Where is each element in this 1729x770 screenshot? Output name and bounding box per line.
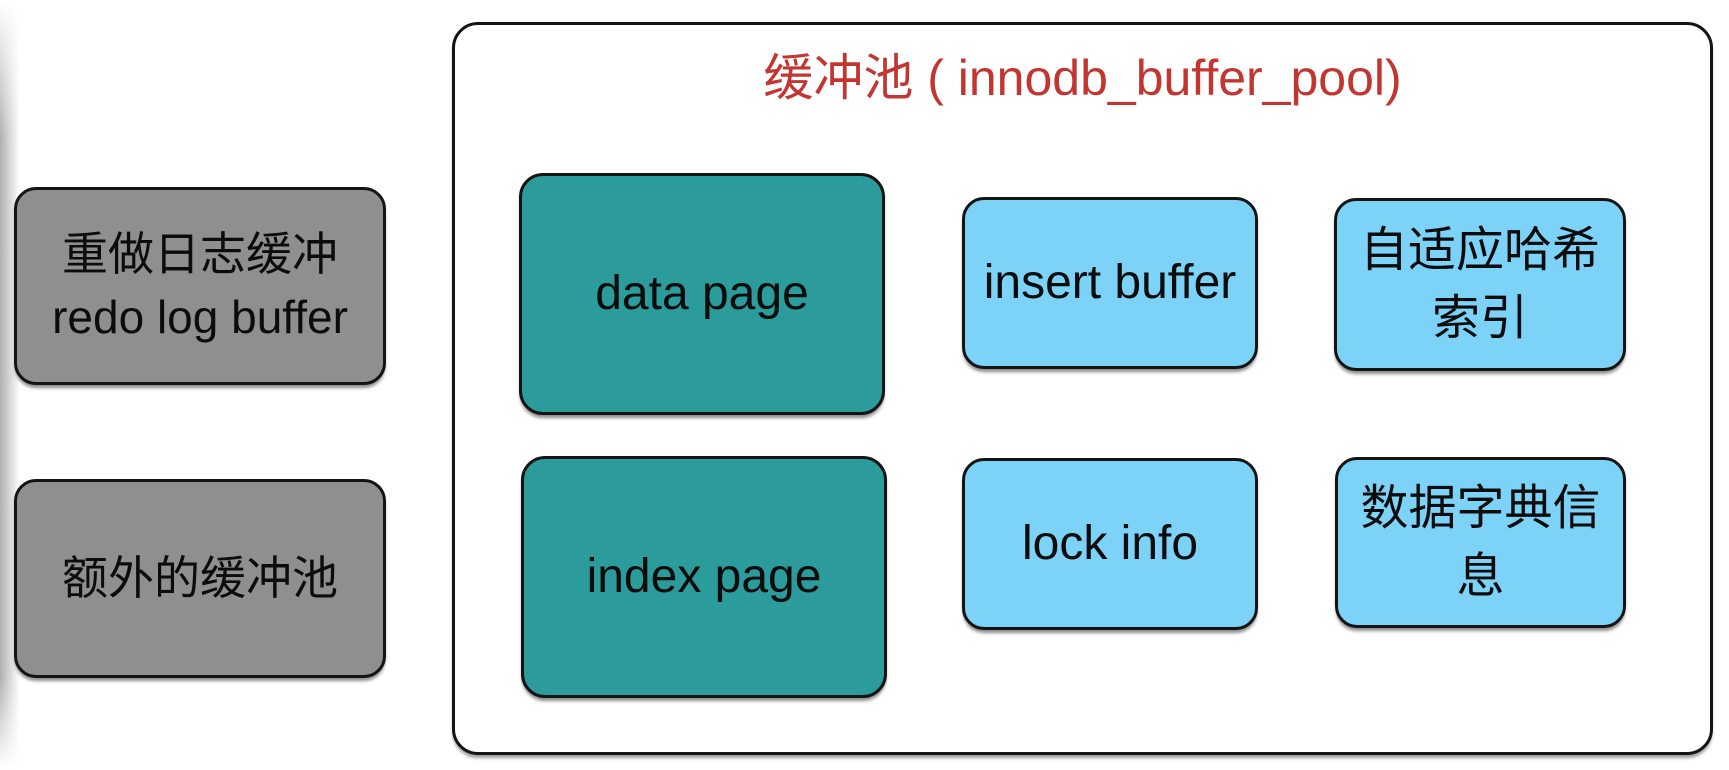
redo-log-buffer-label-en: redo log buffer bbox=[52, 291, 348, 343]
data-page-box: data page bbox=[519, 173, 885, 415]
index-page-box: index page bbox=[521, 456, 887, 698]
lock-info-box: lock info bbox=[962, 458, 1258, 630]
data-dictionary-info-box: 数据字典信息 bbox=[1335, 457, 1626, 628]
buffer-pool-container: 缓冲池 ( innodb_buffer_pool) data page inde… bbox=[452, 22, 1713, 755]
index-page-label: index page bbox=[586, 550, 822, 604]
insert-buffer-label: insert buffer bbox=[983, 256, 1237, 310]
data-dictionary-info-label: 数据字典信息 bbox=[1360, 482, 1601, 603]
extra-buffer-pool-box: 额外的缓冲池 bbox=[14, 479, 386, 678]
insert-buffer-box: insert buffer bbox=[962, 197, 1258, 369]
redo-log-buffer-label-cn: 重做日志缓冲 bbox=[62, 227, 338, 280]
extra-buffer-pool-label: 额外的缓冲池 bbox=[62, 551, 338, 604]
lock-info-label: lock info bbox=[1021, 517, 1199, 571]
buffer-pool-title: 缓冲池 ( innodb_buffer_pool) bbox=[763, 50, 1402, 106]
adaptive-hash-index-box: 自适应哈希索引 bbox=[1334, 198, 1626, 371]
data-page-label: data page bbox=[595, 267, 809, 321]
adaptive-hash-index-label: 自适应哈希索引 bbox=[1360, 224, 1601, 345]
redo-log-buffer-box: 重做日志缓冲 redo log buffer bbox=[14, 187, 386, 385]
